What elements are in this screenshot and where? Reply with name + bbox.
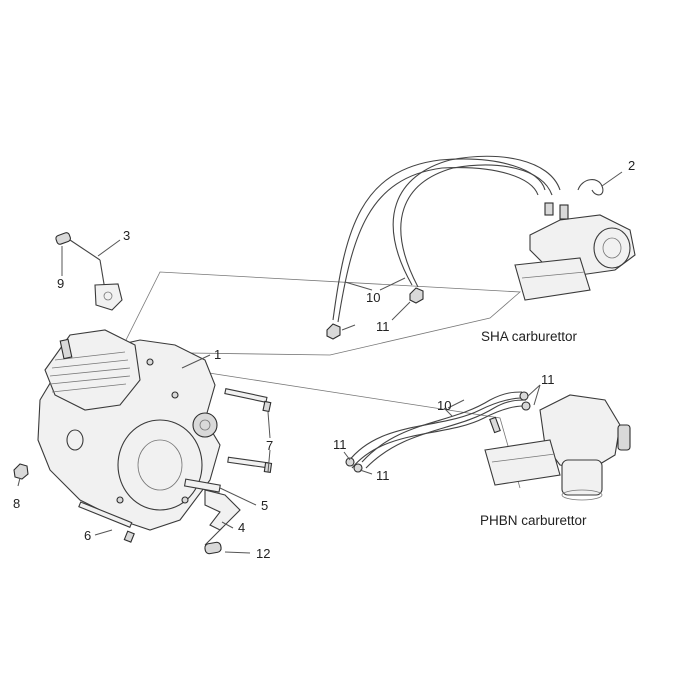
phbn-carburettor-assembly: [345, 391, 631, 501]
part-6-bolt: [78, 501, 135, 543]
callout-numbers: 1 2 3 4 5 6 7 8 9 10 10 11 11 11 11 12: [13, 158, 635, 561]
sha-carburettor-assembly: [326, 155, 636, 340]
callout-2: 2: [628, 158, 635, 173]
phbn-carburettor-caption: PHBN carburettor: [480, 513, 587, 528]
sha-carburettor-caption: SHA carburettor: [481, 329, 578, 344]
callout-9: 9: [57, 276, 64, 291]
callout-12: 12: [256, 546, 270, 561]
callout-10-sha: 10: [366, 290, 380, 305]
callout-7: 7: [266, 438, 273, 453]
callout-3: 3: [123, 228, 130, 243]
part-4-gear-lever: [204, 489, 241, 555]
callout-5: 5: [261, 498, 268, 513]
engine-crankcase: [37, 329, 221, 531]
callout-4: 4: [238, 520, 245, 535]
callout-8: 8: [13, 496, 20, 511]
part-8-nut: [13, 463, 29, 480]
callout-6: 6: [84, 528, 91, 543]
part-3-lever: [55, 232, 123, 311]
callout-11-sha: 11: [376, 319, 390, 334]
callout-1: 1: [214, 347, 221, 362]
callout-10-phbn: 10: [437, 398, 451, 413]
callout-11-phbn-bottom: 11: [376, 468, 390, 483]
callout-11-phbn-top: 11: [541, 372, 555, 387]
callout-11-phbn-left: 11: [333, 437, 347, 452]
callout-leaders: [17, 171, 623, 554]
part-7-bolts: [224, 388, 273, 473]
part-5-shaft: [183, 478, 221, 493]
cylinder-fins: [49, 351, 131, 393]
